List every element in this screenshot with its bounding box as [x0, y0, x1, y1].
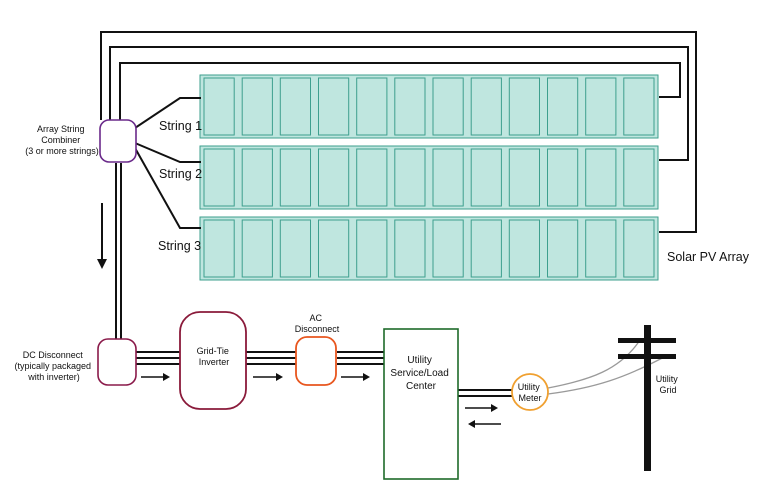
combiner-to-dc-wire	[115, 163, 122, 340]
solar-panel	[279, 77, 311, 136]
solar-panel	[470, 77, 502, 136]
solar-panel	[547, 77, 579, 136]
solar-panel	[203, 219, 235, 278]
solar-pv-array-label: Solar PV Array	[667, 250, 750, 264]
load-center-to-meter-wire	[458, 389, 513, 397]
utility-meter[interactable]	[511, 373, 549, 411]
solar-panel	[394, 77, 426, 136]
string-3-label: String 3	[158, 239, 201, 253]
solar-panel	[547, 219, 579, 278]
panel-row-2	[199, 145, 659, 210]
solar-panel	[623, 77, 655, 136]
inverter-to-ac-wire	[246, 351, 297, 365]
solar-panel	[432, 148, 464, 207]
solar-panel	[356, 77, 388, 136]
ac-disconnect[interactable]	[295, 336, 337, 386]
solar-panel	[203, 77, 235, 136]
solar-panel	[470, 219, 502, 278]
meter-label: Utility Meter	[518, 382, 543, 403]
solar-panel	[318, 77, 350, 136]
inverter-label: Grid-Tie Inverter	[197, 346, 232, 367]
load-center-label: Utility Service/Load Center	[390, 355, 451, 392]
solar-panel	[585, 148, 617, 207]
grid-tie-inverter[interactable]	[179, 311, 247, 410]
solar-pv-array	[199, 74, 659, 281]
dc-to-inverter-wire	[136, 351, 181, 365]
dc-disconnect-label: DC Disconnect (typically packaged with i…	[14, 350, 93, 382]
ac-to-load-center-wire	[337, 351, 384, 365]
ac-disconnect-label: AC Disconnect	[295, 313, 340, 334]
array-string-combiner[interactable]	[99, 119, 137, 163]
grid-service-lines	[547, 339, 669, 395]
solar-panel	[623, 148, 655, 207]
string-lead-wires	[134, 97, 201, 229]
string-2-label: String 2	[159, 167, 202, 181]
down-arrow	[97, 203, 107, 269]
utility-service-load-center[interactable]	[383, 328, 459, 480]
solar-panel	[318, 148, 350, 207]
dc-disconnect[interactable]	[97, 338, 137, 386]
solar-panel	[356, 148, 388, 207]
solar-panel	[356, 219, 388, 278]
solar-panel	[241, 77, 273, 136]
combiner-label: Array String Combiner (3 or more strings…	[25, 124, 99, 156]
solar-panel	[203, 148, 235, 207]
solar-panel	[318, 219, 350, 278]
solar-panel	[508, 219, 540, 278]
solar-panel	[508, 148, 540, 207]
solar-panel	[279, 148, 311, 207]
solar-panel	[585, 219, 617, 278]
solar-panel	[394, 148, 426, 207]
utility-pole	[618, 325, 676, 471]
string-1-label: String 1	[159, 119, 202, 133]
solar-panel	[241, 219, 273, 278]
solar-panel	[508, 77, 540, 136]
solar-panel	[547, 148, 579, 207]
grid-label: Utility Grid	[656, 374, 681, 395]
string-return-wires	[100, 31, 697, 233]
solar-panel	[279, 219, 311, 278]
solar-panel	[470, 148, 502, 207]
solar-panel	[623, 219, 655, 278]
flow-arrows	[141, 373, 501, 428]
solar-panel	[394, 219, 426, 278]
panel-row-3	[199, 216, 659, 281]
solar-panel	[432, 219, 464, 278]
solar-panel	[432, 77, 464, 136]
panel-row-1	[199, 74, 659, 139]
solar-panel	[241, 148, 273, 207]
solar-panel	[585, 77, 617, 136]
